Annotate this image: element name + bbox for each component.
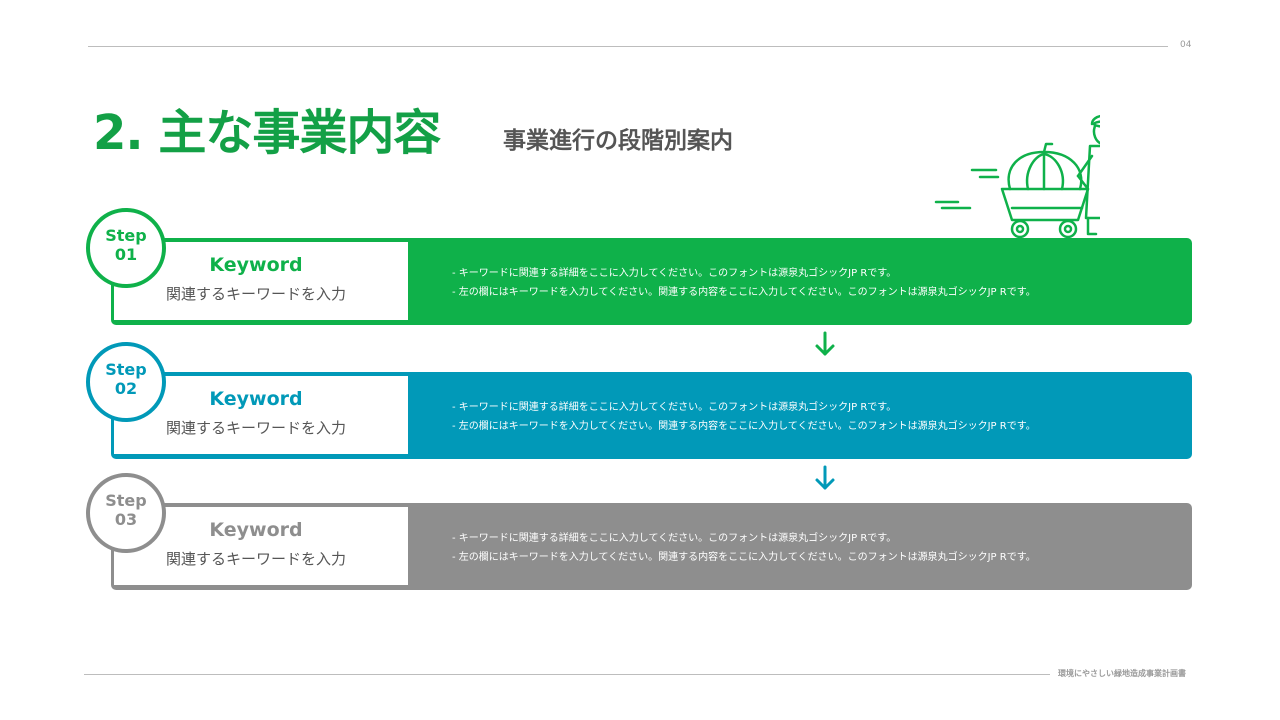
keyword-subtitle: 関連するキーワードを入力	[165, 285, 346, 303]
step-description: - キーワードに関連する詳細をここに入力してください。このフォントは源泉丸ゴシッ…	[452, 398, 1036, 436]
arrow-down-icon	[815, 331, 835, 356]
page-number: 04	[1180, 40, 1192, 50]
step-row: Keyword 関連するキーワードを入力 Step 03 - キーワードに関連す…	[0, 473, 1280, 605]
step-badge: Step 02	[86, 342, 166, 422]
keyword-subtitle: 関連するキーワードを入力	[165, 550, 346, 568]
keyword-title: Keyword	[209, 388, 303, 410]
keyword-subtitle: 関連するキーワードを入力	[165, 419, 346, 437]
step-badge: Step 01	[86, 208, 166, 288]
bottom-divider	[84, 674, 1050, 675]
footer-title: 環境にやさしい緑地造成事業計画書	[1058, 669, 1186, 678]
top-divider	[88, 46, 1168, 47]
keyword-title: Keyword	[209, 519, 303, 541]
keyword-title: Keyword	[209, 254, 303, 276]
step-label: Step	[105, 226, 147, 245]
description-line: - 左の欄にはキーワードを入力してください。関連する内容をここに入力してください…	[452, 552, 1036, 563]
step-label: Step	[105, 360, 147, 379]
description-line: - 左の欄にはキーワードを入力してください。関連する内容をここに入力してください…	[452, 287, 1036, 298]
step-description: - キーワードに関連する詳細をここに入力してください。このフォントは源泉丸ゴシッ…	[452, 264, 1036, 302]
step-label: Step	[105, 491, 147, 510]
step-row: Keyword 関連するキーワードを入力 Step 01 - キーワードに関連す…	[0, 208, 1280, 340]
arrow-down-icon	[815, 465, 835, 490]
step-number: 02	[114, 379, 138, 398]
step-description: - キーワードに関連する詳細をここに入力してください。このフォントは源泉丸ゴシッ…	[452, 529, 1036, 567]
step-number: 03	[114, 510, 138, 529]
description-line: - キーワードに関連する詳細をここに入力してください。このフォントは源泉丸ゴシッ…	[452, 402, 897, 413]
description-line: - キーワードに関連する詳細をここに入力してください。このフォントは源泉丸ゴシッ…	[452, 533, 897, 544]
description-line: - キーワードに関連する詳細をここに入力してください。このフォントは源泉丸ゴシッ…	[452, 268, 897, 279]
step-badge: Step 03	[86, 473, 166, 553]
description-line: - 左の欄にはキーワードを入力してください。関連する内容をここに入力してください…	[452, 421, 1036, 432]
step-row: Keyword 関連するキーワードを入力 Step 02 - キーワードに関連す…	[0, 342, 1280, 474]
page-title: 2. 主な事業内容	[93, 105, 441, 161]
farmer-pushing-pumpkin-cart-icon	[934, 114, 1100, 239]
page-subtitle: 事業進行の段階別案内	[503, 128, 733, 154]
step-number: 01	[114, 245, 138, 264]
